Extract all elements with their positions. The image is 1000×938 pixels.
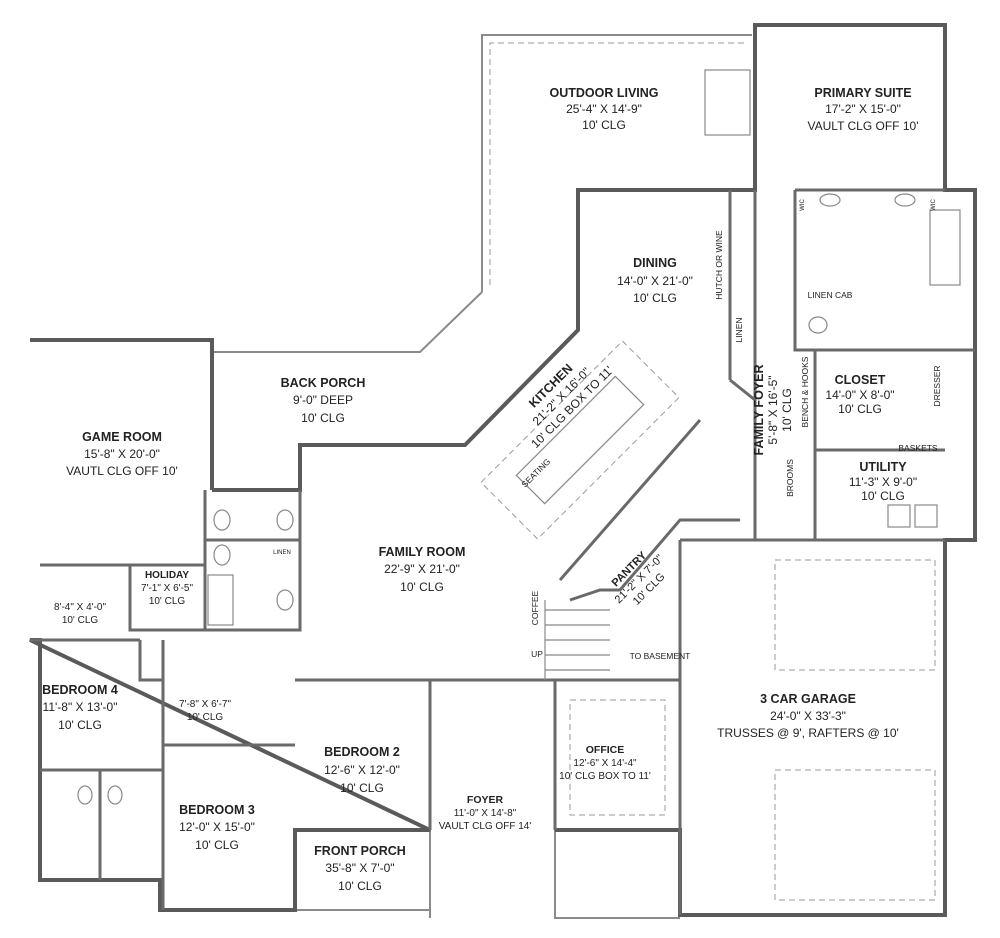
svg-text:15'-8" X 20'-0": 15'-8" X 20'-0"	[84, 447, 160, 461]
svg-text:COFFEE: COFFEE	[530, 590, 540, 625]
room-bedroom-3: BEDROOM 3 12'-0" X 15'-0" 10' CLG	[179, 803, 255, 852]
svg-text:22'-9" X 21'-0": 22'-9" X 21'-0"	[384, 562, 460, 576]
svg-text:10' CLG: 10' CLG	[338, 879, 382, 893]
room-kitchen: KITCHEN 21'-2" X 16'-0" 10' CLG BOX TO 1…	[526, 361, 616, 451]
svg-text:FOYER: FOYER	[467, 794, 504, 806]
svg-text:TO BASEMENT: TO BASEMENT	[630, 651, 691, 661]
room-storage: 8'-4" X 4'-0" 10' CLG	[54, 602, 107, 626]
svg-text:FRONT PORCH: FRONT PORCH	[314, 844, 406, 858]
svg-text:BEDROOM 2: BEDROOM 2	[324, 745, 400, 759]
room-family-foyer: FAMILY FOYER 5'-8" X 16'-5" 10' CLG	[752, 365, 794, 456]
room-back-porch: BACK PORCH 9'-0" DEEP 10' CLG	[281, 376, 366, 425]
svg-text:DINING: DINING	[633, 256, 677, 270]
svg-text:10' CLG: 10' CLG	[861, 489, 905, 503]
svg-text:BEDROOM 3: BEDROOM 3	[179, 803, 255, 817]
svg-text:12'-6" X 12'-0": 12'-6" X 12'-0"	[324, 763, 400, 777]
svg-text:5'-8" X 16'-5": 5'-8" X 16'-5"	[766, 375, 780, 444]
room-hall-closet: 7'-8" X 6'-7" 10' CLG	[179, 699, 232, 723]
svg-text:SEATING: SEATING	[519, 456, 552, 489]
svg-text:10' CLG: 10' CLG	[633, 291, 677, 305]
svg-text:BEDROOM 4: BEDROOM 4	[42, 683, 118, 697]
svg-text:UP: UP	[531, 649, 543, 659]
svg-text:12'-0" X 15'-0": 12'-0" X 15'-0"	[179, 820, 255, 834]
room-holiday: HOLIDAY 7'-1" X 6'-5" 10' CLG	[141, 570, 194, 607]
svg-text:VAULT CLG OFF 10': VAULT CLG OFF 10'	[808, 119, 919, 133]
svg-text:TRUSSES @ 9', RAFTERS @ 10': TRUSSES @ 9', RAFTERS @ 10'	[717, 726, 899, 740]
svg-text:14'-0" X 21'-0": 14'-0" X 21'-0"	[617, 274, 693, 288]
svg-text:10' CLG: 10' CLG	[187, 712, 224, 723]
svg-text:BROOMS: BROOMS	[785, 459, 795, 497]
room-foyer: FOYER 11'-0" X 14'-8" VAULT CLG OFF 14'	[439, 794, 532, 832]
svg-text:10' CLG: 10' CLG	[62, 615, 99, 626]
svg-text:GAME ROOM: GAME ROOM	[82, 430, 162, 444]
svg-text:8'-4" X 4'-0": 8'-4" X 4'-0"	[54, 602, 107, 613]
svg-text:BENCH & HOOKS: BENCH & HOOKS	[800, 356, 810, 427]
room-utility: UTILITY 11'-3" X 9'-0" 10' CLG	[849, 460, 917, 503]
fixtures	[77, 69, 961, 901]
svg-text:PRIMARY SUITE: PRIMARY SUITE	[814, 86, 911, 100]
room-outdoor-living: OUTDOOR LIVING 25'-4" X 14'-9" 10' CLG	[549, 86, 658, 132]
svg-text:35'-8" X 7'-0": 35'-8" X 7'-0"	[325, 861, 394, 875]
svg-text:LINEN: LINEN	[273, 550, 291, 556]
svg-text:10' CLG: 10' CLG	[780, 388, 794, 432]
room-bedroom-4: BEDROOM 4 11'-8" X 13'-0" 10' CLG	[42, 683, 118, 732]
svg-text:7'-8" X 6'-7": 7'-8" X 6'-7"	[179, 699, 232, 710]
room-pantry: PANTRY 21'-2" X 7'-0" 10' CLG	[610, 549, 668, 607]
svg-text:25'-4" X 14'-9": 25'-4" X 14'-9"	[566, 102, 642, 116]
svg-text:9'-0" DEEP: 9'-0" DEEP	[293, 393, 353, 407]
svg-text:24'-0" X 33'-3": 24'-0" X 33'-3"	[770, 709, 846, 723]
svg-text:BACK PORCH: BACK PORCH	[281, 376, 366, 390]
svg-text:10' CLG BOX TO 11': 10' CLG BOX TO 11'	[559, 771, 651, 782]
room-dining: DINING 14'-0" X 21'-0" 10' CLG	[617, 256, 693, 305]
svg-text:10' CLG: 10' CLG	[582, 118, 626, 132]
svg-text:3 CAR GARAGE: 3 CAR GARAGE	[760, 692, 856, 706]
room-garage: 3 CAR GARAGE 24'-0" X 33'-3" TRUSSES @ 9…	[717, 692, 899, 740]
svg-text:10' CLG: 10' CLG	[838, 402, 882, 416]
svg-text:VAUTL CLG OFF 10': VAUTL CLG OFF 10'	[66, 464, 178, 478]
svg-text:FAMILY ROOM: FAMILY ROOM	[379, 545, 466, 559]
svg-text:14'-0" X 8'-0": 14'-0" X 8'-0"	[825, 388, 894, 402]
svg-text:17'-2" X 15'-0": 17'-2" X 15'-0"	[825, 102, 901, 116]
svg-text:10' CLG: 10' CLG	[58, 718, 102, 732]
room-game-room: GAME ROOM 15'-8" X 20'-0" VAUTL CLG OFF …	[66, 430, 178, 478]
svg-text:UTILITY: UTILITY	[859, 460, 907, 474]
svg-text:10' CLG: 10' CLG	[195, 838, 239, 852]
svg-text:10' CLG: 10' CLG	[400, 580, 444, 594]
svg-text:OFFICE: OFFICE	[586, 744, 625, 756]
room-front-porch: FRONT PORCH 35'-8" X 7'-0" 10' CLG	[314, 844, 406, 893]
svg-text:11'-0" X 14'-8": 11'-0" X 14'-8"	[454, 808, 517, 819]
svg-text:12'-6" X 14'-4": 12'-6" X 14'-4"	[573, 758, 637, 769]
svg-text:HOLIDAY: HOLIDAY	[145, 570, 189, 581]
svg-text:10' CLG: 10' CLG	[340, 781, 384, 795]
svg-text:10' CLG: 10' CLG	[301, 411, 345, 425]
svg-text:10' CLG: 10' CLG	[149, 596, 186, 607]
porch-outlines	[212, 34, 752, 919]
interior-walls	[30, 188, 975, 915]
svg-text:VAULT CLG OFF 14': VAULT CLG OFF 14'	[439, 821, 532, 832]
svg-text:WIC: WIC	[931, 199, 937, 211]
svg-text:BASKETS: BASKETS	[898, 443, 938, 453]
room-closet: CLOSET 14'-0" X 8'-0" 10' CLG	[825, 373, 894, 416]
svg-text:11'-3" X 9'-0": 11'-3" X 9'-0"	[849, 475, 917, 489]
plan-notes: HUTCH OR WINE LINEN LINEN CAB BENCH & HO…	[273, 199, 942, 661]
room-family-room: FAMILY ROOM 22'-9" X 21'-0" 10' CLG	[379, 545, 466, 594]
svg-text:HUTCH OR WINE: HUTCH OR WINE	[714, 230, 724, 300]
room-office: OFFICE 12'-6" X 14'-4" 10' CLG BOX TO 11…	[559, 744, 651, 782]
svg-text:FAMILY FOYER: FAMILY FOYER	[752, 365, 766, 456]
svg-text:DRESSER: DRESSER	[932, 365, 942, 406]
svg-text:11'-8" X 13'-0": 11'-8" X 13'-0"	[43, 700, 118, 714]
room-bedroom-2: BEDROOM 2 12'-6" X 12'-0" 10' CLG	[324, 745, 400, 795]
svg-text:WIC: WIC	[800, 199, 806, 211]
svg-text:LINEN: LINEN	[734, 317, 744, 342]
svg-text:LINEN CAB: LINEN CAB	[808, 290, 853, 300]
room-primary-suite: PRIMARY SUITE 17'-2" X 15'-0" VAULT CLG …	[808, 86, 919, 133]
svg-text:CLOSET: CLOSET	[835, 373, 886, 387]
svg-text:OUTDOOR LIVING: OUTDOOR LIVING	[549, 86, 658, 100]
svg-text:7'-1" X 6'-5": 7'-1" X 6'-5"	[141, 583, 194, 594]
